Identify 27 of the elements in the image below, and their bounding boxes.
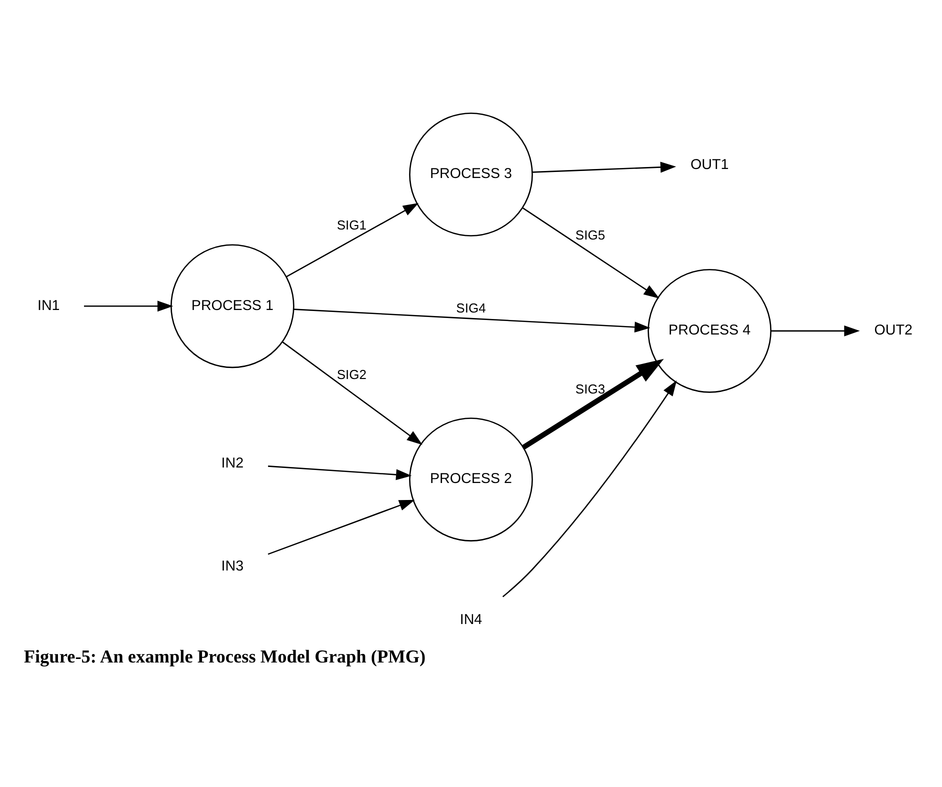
node-text: OUT1 (690, 157, 729, 174)
arrow (522, 208, 660, 299)
arrow (282, 342, 422, 445)
arrow (522, 358, 664, 450)
node-circle: PROCESS 1 (170, 244, 294, 368)
edge-label: SIG1 (336, 217, 367, 232)
node-text: IN1 (37, 298, 60, 314)
arrow (532, 162, 676, 173)
node-text: IN3 (221, 558, 244, 575)
arrow (268, 466, 412, 480)
node-circle: PROCESS 3 (409, 112, 533, 236)
caption: Figure-5: An example Process Model Graph (PMG) (24, 646, 426, 666)
arrow (268, 500, 415, 555)
node-text: IN2 (221, 456, 244, 472)
edge-label: SIG4 (456, 300, 486, 316)
arrow (771, 325, 860, 336)
node-text: OUT2 (874, 322, 912, 339)
arrow (286, 202, 419, 278)
arrow (502, 380, 677, 598)
node-circle: PROCESS 4 (648, 269, 772, 393)
node-text: IN4 (460, 612, 482, 628)
arrow (84, 300, 174, 312)
edge-label: SIG5 (575, 228, 606, 243)
node-circle: PROCESS 2 (409, 418, 533, 542)
arrow (294, 308, 650, 333)
edge-label: SIG2 (336, 367, 367, 382)
edge-label: SIG3 (575, 382, 606, 396)
